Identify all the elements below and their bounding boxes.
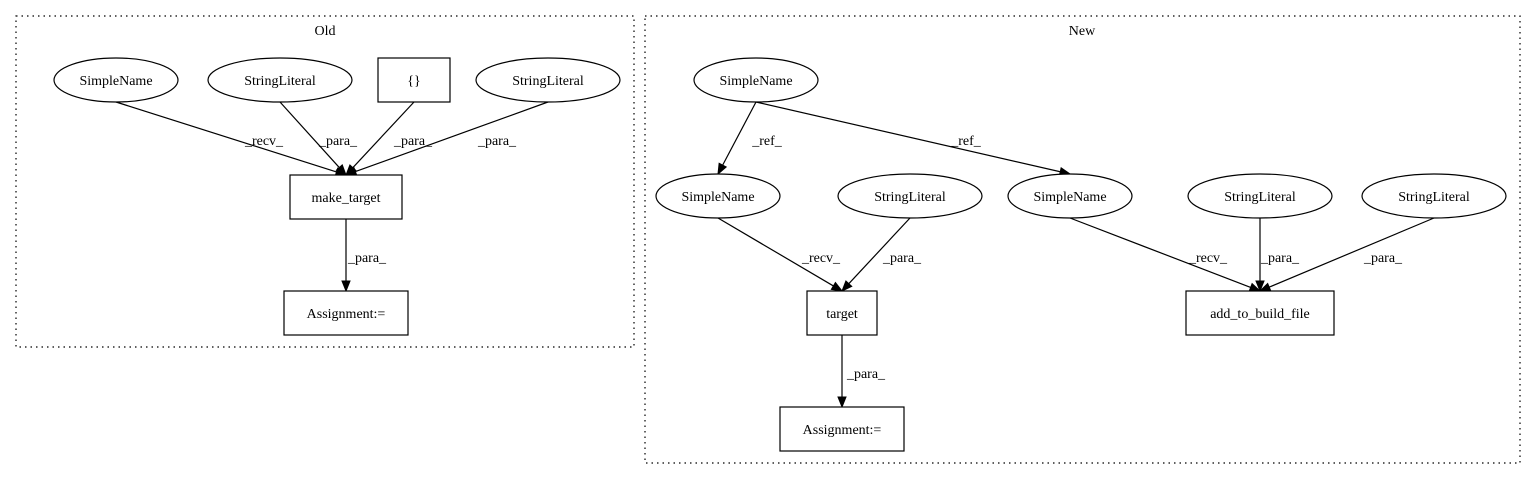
node-label: make_target	[312, 191, 381, 206]
node-n_sl1: StringLiteral	[837, 173, 983, 219]
arrowhead-icon	[837, 396, 847, 409]
edge-n_sl3-to-n_add: _para_	[1258, 217, 1435, 292]
arrowhead-icon	[1255, 280, 1265, 293]
cluster-new-border	[644, 15, 1521, 464]
edge-o_sn-to-o_make: _recv_	[115, 101, 348, 177]
edge-n_sl1-to-n_target: _para_	[841, 217, 922, 292]
node-o_sl1: StringLiteral	[207, 57, 353, 103]
node-label: Assignment:=	[803, 423, 882, 438]
node-o_brace: {}	[377, 57, 451, 103]
node-n_target: target	[806, 290, 878, 336]
edge-label: _recv_	[1188, 251, 1228, 266]
node-ellipse	[1187, 173, 1333, 219]
node-ellipse	[837, 173, 983, 219]
node-label: SimpleName	[681, 190, 754, 205]
cluster-old: Old	[15, 15, 635, 348]
node-box	[1185, 290, 1335, 336]
node-label: add_to_build_file	[1210, 307, 1310, 322]
edge-label: _para_	[393, 134, 433, 149]
edge-o_sl1-to-o_make: _para_	[279, 101, 358, 176]
node-o_sl2: StringLiteral	[475, 57, 621, 103]
node-box	[377, 57, 451, 103]
edge-label: _para_	[477, 134, 517, 149]
edge-n_sn-to-n_sn3: _ref_	[755, 101, 1072, 177]
edge-line	[755, 101, 1061, 173]
edge-n_sn3-to-n_add: _recv_	[1069, 217, 1262, 292]
edges-layer: _recv_ _para_ _para_ _para_ _para_ _ref_ _ref_…	[115, 101, 1435, 409]
node-label: SimpleName	[719, 74, 792, 89]
edge-line	[848, 217, 911, 285]
node-n_sl2: StringLiteral	[1187, 173, 1333, 219]
node-box	[806, 290, 878, 336]
node-o_sn: SimpleName	[53, 57, 179, 103]
edge-line	[1268, 217, 1435, 288]
edge-n_target-to-n_asg: _para_	[837, 335, 886, 409]
edge-line	[1069, 217, 1251, 288]
node-ellipse	[475, 57, 621, 103]
node-label: StringLiteral	[512, 74, 584, 89]
edge-o_make-to-o_asg: _para_	[341, 219, 387, 293]
edge-label: _para_	[846, 367, 886, 382]
node-ellipse	[53, 57, 179, 103]
edge-n_sn2-to-n_target: _recv_	[717, 217, 844, 292]
node-label: {}	[407, 74, 420, 89]
clusters-layer: Old New	[15, 15, 1521, 464]
cluster-new-label: New	[1069, 24, 1096, 39]
edge-line	[722, 101, 757, 166]
node-ellipse	[693, 57, 819, 103]
node-ellipse	[655, 173, 781, 219]
edge-n_sl2-to-n_add: _para_	[1255, 218, 1300, 293]
edge-label: _para_	[1363, 251, 1403, 266]
edge-o_sl2-to-o_make: _para_	[344, 101, 549, 176]
node-label: StringLiteral	[244, 74, 316, 89]
edge-label: _recv_	[244, 134, 284, 149]
edge-label: _para_	[318, 134, 358, 149]
node-n_sn3: SimpleName	[1007, 173, 1133, 219]
arrowhead-icon	[717, 162, 728, 176]
node-ellipse	[207, 57, 353, 103]
edge-label: _para_	[1260, 251, 1300, 266]
node-box	[779, 406, 905, 452]
cluster-old-border	[15, 15, 635, 348]
edge-label: _ref_	[751, 134, 783, 149]
node-o_asg: Assignment:=	[283, 290, 409, 336]
edge-o_brace-to-o_make: _para_	[345, 101, 433, 176]
arrowhead-icon	[341, 280, 351, 293]
node-box	[289, 174, 403, 220]
edge-line	[279, 101, 340, 168]
node-label: StringLiteral	[874, 190, 946, 205]
edge-label: _para_	[347, 251, 387, 266]
node-label: StringLiteral	[1398, 190, 1470, 205]
node-ellipse	[1361, 173, 1507, 219]
node-o_make: make_target	[289, 174, 403, 220]
node-n_sn: SimpleName	[693, 57, 819, 103]
node-label: target	[826, 307, 858, 322]
edge-label: _recv_	[801, 251, 841, 266]
edge-label: _para_	[882, 251, 922, 266]
node-ellipse	[1007, 173, 1133, 219]
arrowhead-icon	[335, 164, 347, 176]
edge-line	[717, 217, 834, 287]
node-label: StringLiteral	[1224, 190, 1296, 205]
edge-n_sn-to-n_sn2: _ref_	[717, 101, 783, 176]
cluster-new: New	[644, 15, 1521, 464]
node-n_asg: Assignment:=	[779, 406, 905, 452]
node-label: SimpleName	[1033, 190, 1106, 205]
cluster-old-label: Old	[315, 24, 336, 39]
arrowhead-icon	[841, 280, 853, 292]
node-label: SimpleName	[79, 74, 152, 89]
node-n_sn2: SimpleName	[655, 173, 781, 219]
edge-line	[115, 101, 337, 173]
edge-line	[352, 101, 415, 169]
node-label: Assignment:=	[307, 307, 386, 322]
edge-line	[355, 101, 549, 173]
edge-label: _ref_	[950, 134, 982, 149]
node-n_add: add_to_build_file	[1185, 290, 1335, 336]
node-n_sl3: StringLiteral	[1361, 173, 1507, 219]
arrowhead-icon	[830, 281, 844, 292]
node-box	[283, 290, 409, 336]
